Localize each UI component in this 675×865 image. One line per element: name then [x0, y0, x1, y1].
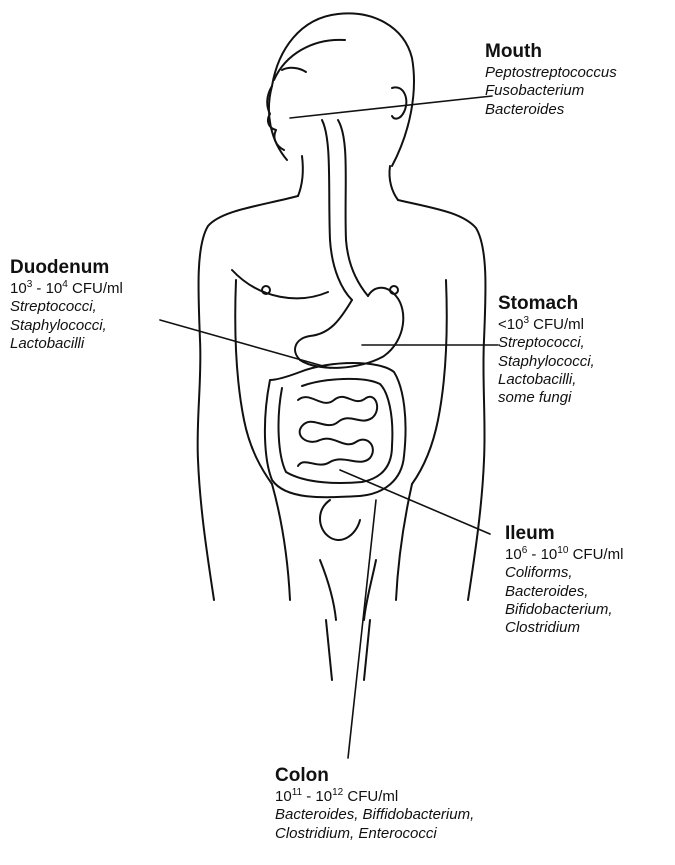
duodenum-title: Duodenum [10, 256, 123, 279]
hip-right [396, 484, 412, 600]
sigmoid [320, 500, 360, 540]
colon-outline [265, 363, 406, 497]
neck-left [298, 156, 303, 196]
eye-brow [282, 68, 306, 72]
ileum-organism: Bifidobacterium, [505, 601, 623, 619]
stomach-concentration: <103 CFU/ml [498, 316, 595, 334]
stomach-outline [295, 288, 403, 368]
duodenum-organism: Lactobacilli [10, 335, 123, 353]
head-outline [269, 13, 414, 166]
groin [320, 560, 376, 620]
colon-title: Colon [275, 764, 474, 787]
colon-organism: Bacteroides, Biffidobacterium, [275, 806, 474, 824]
mouth-organism: Peptostreptococcus [485, 64, 617, 82]
ileum-title: Ileum [505, 522, 623, 545]
ileum-organism: Clostridium [505, 619, 623, 637]
duodenum-organism: Staphylococci, [10, 317, 123, 335]
mouth-organism: Bacteroides [485, 101, 617, 119]
stomach-organism: Lactobacilli, [498, 371, 595, 389]
mouth-leader-line [290, 96, 492, 118]
legs [326, 620, 370, 680]
duodenum-concentration: 103 - 104 CFU/ml [10, 280, 123, 298]
label-duodenum: Duodenum 103 - 104 CFU/ml Streptococci, … [10, 256, 123, 353]
colon-leader-line [348, 500, 376, 758]
right-arm-inner [412, 280, 447, 484]
neck-right [389, 166, 398, 200]
small-intestine-coils [298, 397, 377, 466]
colon-organism: Clostridium, Enterococci [275, 825, 474, 843]
mouth-title: Mouth [485, 40, 617, 63]
ileum-concentration: 106 - 1010 CFU/ml [505, 546, 623, 564]
esophagus [322, 120, 368, 300]
stomach-organism: Streptococci, [498, 334, 595, 352]
duodenum-leader-line [160, 320, 330, 368]
stomach-organism: some fungi [498, 389, 595, 407]
colon-inner [279, 379, 393, 483]
chest-line [232, 270, 328, 298]
label-colon: Colon 1011 - 1012 CFU/ml Bacteroides, Bi… [275, 764, 474, 843]
ileum-organism: Coliforms, [505, 564, 623, 582]
duodenum-organism: Streptococci, [10, 298, 123, 316]
hair-line [274, 40, 345, 80]
label-ileum: Ileum 106 - 1010 CFU/ml Coliforms, Bacte… [505, 522, 623, 638]
label-mouth: Mouth Peptostreptococcus Fusobacterium B… [485, 40, 617, 119]
stomach-organism: Staphylococci, [498, 353, 595, 371]
hip-left [272, 484, 290, 600]
ear [392, 87, 406, 118]
colon-concentration: 1011 - 1012 CFU/ml [275, 788, 474, 806]
label-stomach: Stomach <103 CFU/ml Streptococci, Staphy… [498, 292, 595, 408]
stomach-title: Stomach [498, 292, 595, 315]
mouth-organism: Fusobacterium [485, 82, 617, 100]
ileum-organism: Bacteroides, [505, 583, 623, 601]
